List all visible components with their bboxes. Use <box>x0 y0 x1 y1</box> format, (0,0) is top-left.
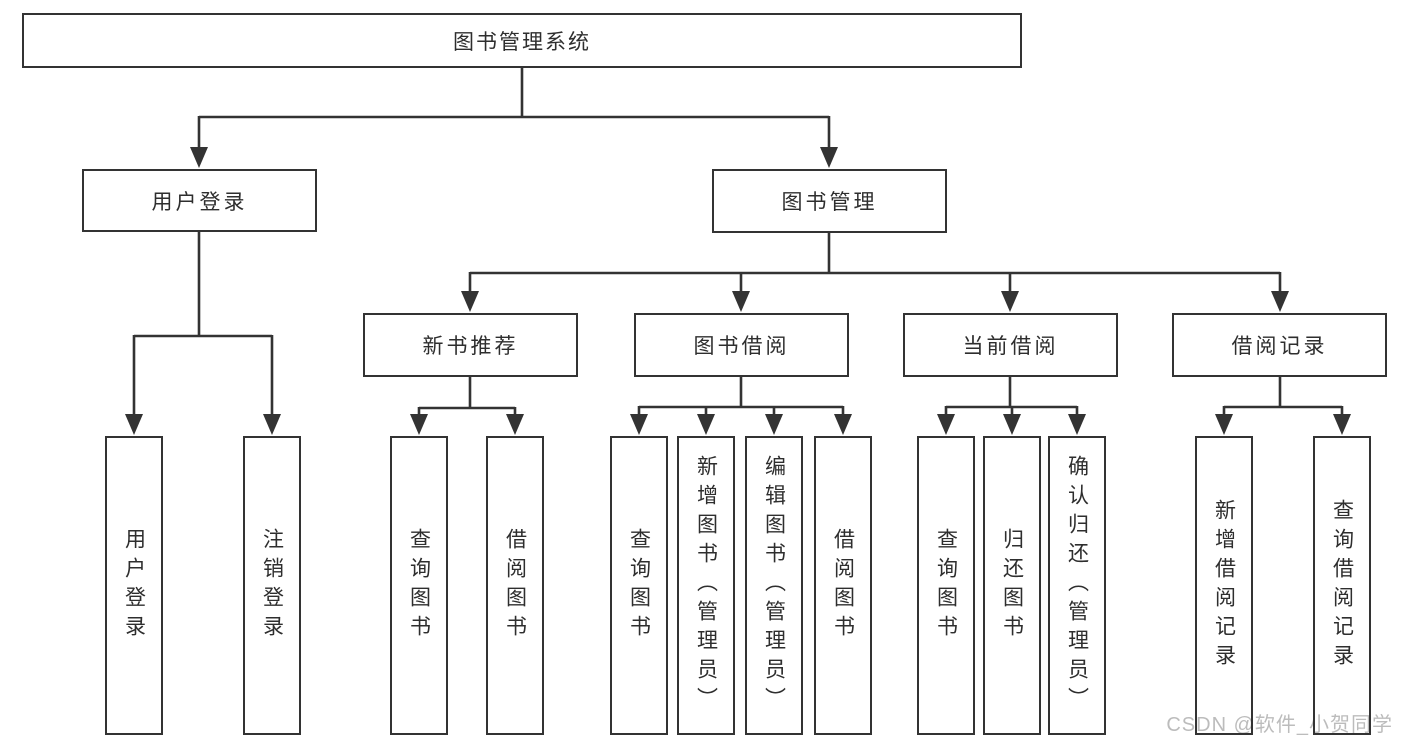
connector-book-management-to-level3 <box>461 233 1289 312</box>
node-label: 图书借阅 <box>693 335 790 358</box>
node-borrowing-query-book: 查询图书 <box>610 436 668 735</box>
node-label: 借阅记录 <box>1231 335 1328 358</box>
node-label: 编辑图书（管理员） <box>762 455 786 716</box>
node-user-login: 用户登录 <box>82 169 317 232</box>
node-borrowing-records: 借阅记录 <box>1172 313 1387 377</box>
node-current-confirm-return-admin: 确认归还（管理员） <box>1048 436 1106 735</box>
node-root: 图书管理系统 <box>22 13 1022 68</box>
node-label: 注销登录 <box>260 527 284 644</box>
node-recommend-query-book: 查询图书 <box>390 436 448 735</box>
node-label: 查询借阅记录 <box>1330 498 1354 673</box>
node-label: 用户登录 <box>122 527 146 644</box>
node-current-query-book: 查询图书 <box>917 436 975 735</box>
node-label: 归还图书 <box>1000 527 1024 644</box>
node-label: 借阅图书 <box>503 527 527 644</box>
node-current-return-book: 归还图书 <box>983 436 1041 735</box>
node-label: 图书管理 <box>781 191 878 214</box>
node-label: 查询图书 <box>407 527 431 644</box>
node-label: 确认归还（管理员） <box>1065 455 1089 716</box>
connector-book-borrowing-to-leaves <box>630 377 852 435</box>
node-label: 查询图书 <box>934 527 958 644</box>
node-label: 新增图书（管理员） <box>694 455 718 716</box>
node-leaf-logout: 注销登录 <box>243 436 301 735</box>
node-records-add-record: 新增借阅记录 <box>1195 436 1253 735</box>
node-label: 新增借阅记录 <box>1212 498 1236 673</box>
node-label: 当前借阅 <box>962 335 1059 358</box>
node-label: 新书推荐 <box>422 335 519 358</box>
node-recommend-borrow-book: 借阅图书 <box>486 436 544 735</box>
connector-borrowing-records-to-leaves <box>1215 377 1351 435</box>
node-label: 借阅图书 <box>831 527 855 644</box>
node-leaf-user-login: 用户登录 <box>105 436 163 735</box>
connector-user-login-to-leaves <box>125 232 281 435</box>
node-current-borrowing: 当前借阅 <box>903 313 1118 377</box>
node-book-management: 图书管理 <box>712 169 947 233</box>
node-borrowing-add-book-admin: 新增图书（管理员） <box>677 436 735 735</box>
connector-current-borrowing-to-leaves <box>937 377 1086 435</box>
node-new-book-recommend: 新书推荐 <box>363 313 578 377</box>
node-borrowing-borrow-book: 借阅图书 <box>814 436 872 735</box>
node-label: 查询图书 <box>627 527 651 644</box>
connector-root-to-level2 <box>190 68 838 168</box>
connector-new-book-recommend-to-leaves <box>410 377 524 435</box>
node-borrowing-edit-book-admin: 编辑图书（管理员） <box>745 436 803 735</box>
node-label: 图书管理系统 <box>453 30 591 54</box>
node-records-query-record: 查询借阅记录 <box>1313 436 1371 735</box>
node-book-borrowing: 图书借阅 <box>634 313 849 377</box>
node-label: 用户登录 <box>151 190 248 214</box>
